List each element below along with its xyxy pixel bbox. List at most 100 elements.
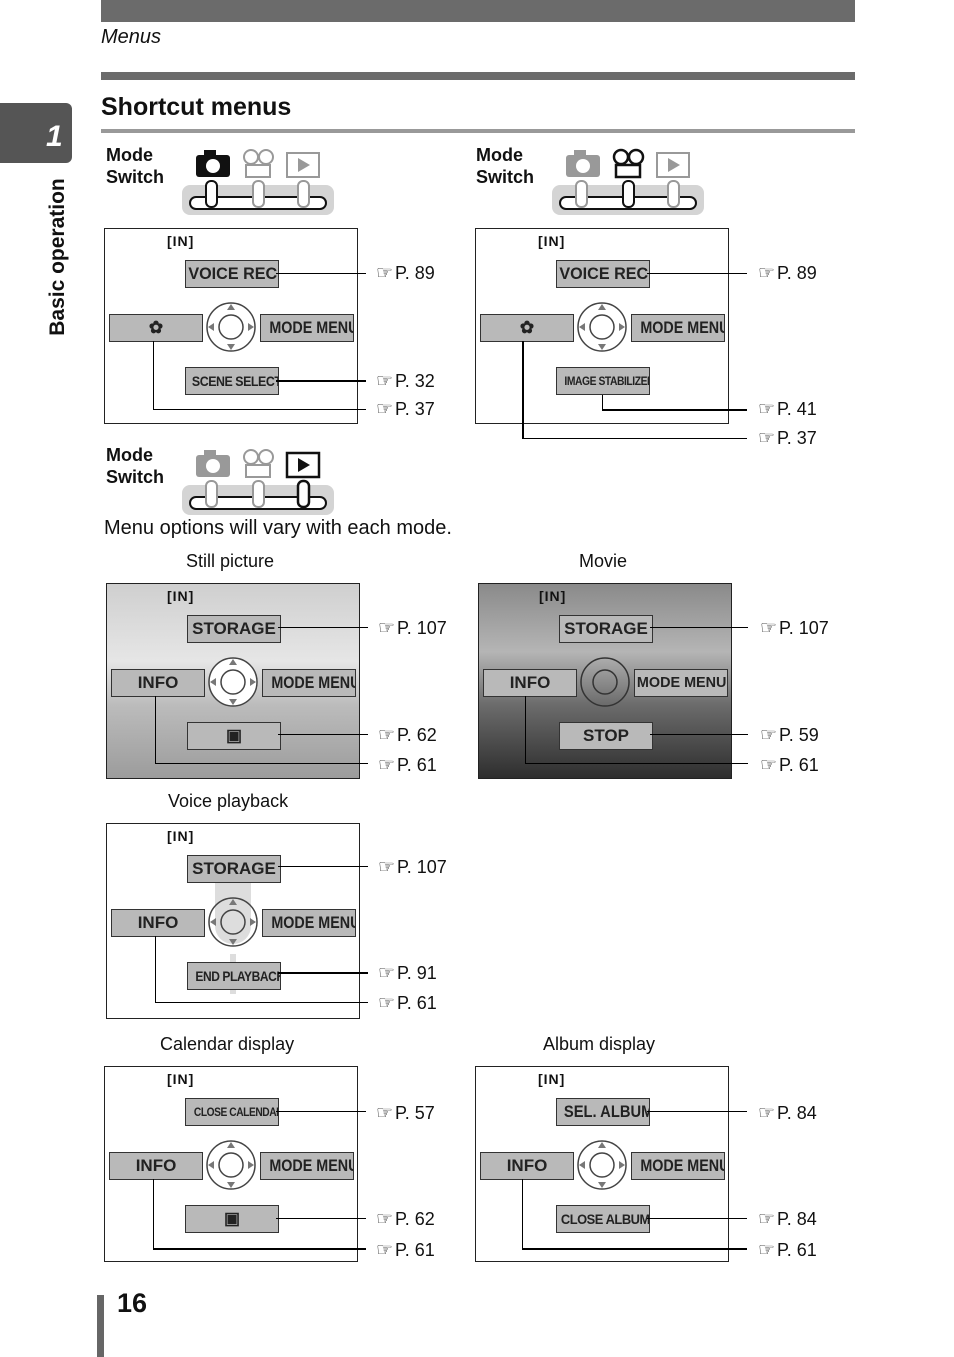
arrow-pad-icon [208,897,258,947]
caption-calendar: Calendar display [160,1034,295,1054]
leader-bottom [276,1218,366,1219]
leader-left-v [525,696,526,764]
mode-menu-button[interactable]: MODE MENU [262,669,356,697]
shortcut-screen-still-playback: [IN] STORAGE INFO MODE MENU ▣ [106,583,360,779]
mode-menu-button[interactable]: MODE MENU [631,314,725,342]
shortcut-screen-calendar: [IN] CLOSE CALENDAR INFO MODE MENU ▣ [104,1066,358,1262]
chapter-label: Basic operation [46,178,69,336]
section-rule [101,72,855,80]
movie-icon [243,449,274,478]
leader-left-v [153,1179,154,1249]
internal-memory-icon: [IN] [167,588,195,604]
slideshow-button[interactable]: ▣ [187,722,281,750]
ref-slideshow[interactable]: ☞P. 62 [376,1209,435,1230]
camera-icon [566,150,600,177]
internal-memory-icon: [IN] [539,588,567,604]
leader-bottom [647,1218,747,1219]
ref-slideshow[interactable]: ☞P. 62 [378,725,437,746]
mode-menu-button[interactable]: MODE MENU [260,1152,354,1180]
leader-top [276,1111,366,1112]
stop-button[interactable]: STOP [559,722,653,750]
intro-text: Menu options will vary with each mode. [104,517,452,539]
ref-voice-rec[interactable]: ☞P. 89 [376,263,435,284]
internal-memory-icon: [IN] [538,1071,566,1087]
playback-icon [656,152,690,178]
page-number-bar [97,1295,104,1357]
ref-image-stabilizer[interactable]: ☞P. 41 [758,399,817,420]
close-album-button[interactable]: CLOSE ALBUM [556,1205,650,1233]
leader-left-h [153,409,366,410]
close-calendar-button[interactable]: CLOSE CALENDAR [185,1098,279,1126]
mode-switch-label-2: Mode Switch [476,144,534,188]
shortcut-screen-voice-playback: [IN] STORAGE INFO MODE MENU END PLAYBACK [106,823,360,1019]
slideshow-icon: ▣ [223,1209,241,1228]
leader-left-v [155,936,156,1003]
leader-bottom [276,380,366,382]
ref-info[interactable]: ☞P. 61 [760,755,819,776]
ref-macro[interactable]: ☞P. 37 [758,428,817,449]
internal-memory-icon: [IN] [167,828,195,844]
info-button[interactable]: INFO [480,1152,574,1180]
leader-left-h [155,763,368,764]
ref-storage[interactable]: ☞P. 107 [378,618,447,639]
image-stabilizer-button[interactable]: IMAGE STABILIZER [556,367,650,395]
movie-icon [612,148,645,179]
slideshow-button[interactable]: ▣ [185,1205,279,1233]
mode-menu-button[interactable]: MODE MENU [262,909,356,937]
leader-left-h [153,1248,366,1250]
info-button[interactable]: INFO [111,909,205,937]
leader-bottom [278,972,368,974]
ref-info[interactable]: ☞P. 61 [378,993,437,1014]
caption-album: Album display [543,1034,656,1054]
info-button[interactable]: INFO [111,669,205,697]
scene-select-button[interactable]: SCENE SELECT [185,367,279,395]
ref-macro[interactable]: ☞P. 37 [376,399,435,420]
mode-label-line1: Mode [476,145,523,165]
ref-sel-album[interactable]: ☞P. 84 [758,1103,817,1124]
internal-memory-icon: [IN] [167,233,195,249]
caption-voice: Voice playback [168,791,289,811]
sel-album-button[interactable]: SEL. ALBUM [556,1098,650,1126]
ref-stop[interactable]: ☞P. 59 [760,725,819,746]
storage-button[interactable]: STORAGE [559,615,653,643]
info-button[interactable]: INFO [109,1152,203,1180]
leader-bottom [650,734,748,735]
shortcut-screen-movie-shooting: [IN] VOICE REC ✿ MODE MENU IMAGE STABILI… [475,228,729,424]
ref-info[interactable]: ☞P. 61 [376,1240,435,1261]
caption-still: Still picture [186,551,275,571]
camera-icon [196,450,230,477]
storage-button[interactable]: STORAGE [187,855,281,883]
ref-info[interactable]: ☞P. 61 [758,1240,817,1261]
mode-label-line2: Switch [106,467,165,487]
macro-icon: ✿ [519,318,535,337]
end-playback-button[interactable]: END PLAYBACK [187,962,281,990]
mode-menu-button[interactable]: MODE MENU [631,1152,725,1180]
mode-switch-camera [182,149,334,215]
leader-top [278,866,368,867]
mode-menu-button[interactable]: MODE MENU [260,314,354,342]
macro-button[interactable]: ✿ [109,314,203,342]
ref-close-album[interactable]: ☞P. 84 [758,1209,817,1230]
chapter-number: 1 [46,120,63,153]
ref-scene-select[interactable]: ☞P. 32 [376,371,435,392]
shortcut-screen-still-shooting: [IN] VOICE REC ✿ MODE MENU SCENE SELECT [104,228,358,424]
leader-bottom-v [602,395,603,410]
arrow-pad-icon [577,302,627,352]
top-rule [101,0,855,22]
leader-left-h [525,763,748,764]
ref-info[interactable]: ☞P. 61 [378,755,437,776]
macro-button[interactable]: ✿ [480,314,574,342]
mode-menu-button[interactable]: MODE MENU [634,669,728,697]
ref-voice-rec[interactable]: ☞P. 89 [758,263,817,284]
voice-rec-button[interactable]: VOICE REC [185,260,279,288]
shortcut-screen-album: [IN] SEL. ALBUM INFO MODE MENU CLOSE ALB… [475,1066,729,1262]
ref-storage[interactable]: ☞P. 107 [760,618,829,639]
info-button[interactable]: INFO [483,669,577,697]
caption-movie: Movie [579,551,628,571]
ref-close-calendar[interactable]: ☞P. 57 [376,1103,435,1124]
ref-storage[interactable]: ☞P. 107 [378,857,447,878]
voice-rec-button[interactable]: VOICE REC [556,260,650,288]
ref-end-playback[interactable]: ☞P. 91 [378,963,437,984]
macro-icon: ✿ [148,318,164,337]
storage-button[interactable]: STORAGE [187,615,281,643]
